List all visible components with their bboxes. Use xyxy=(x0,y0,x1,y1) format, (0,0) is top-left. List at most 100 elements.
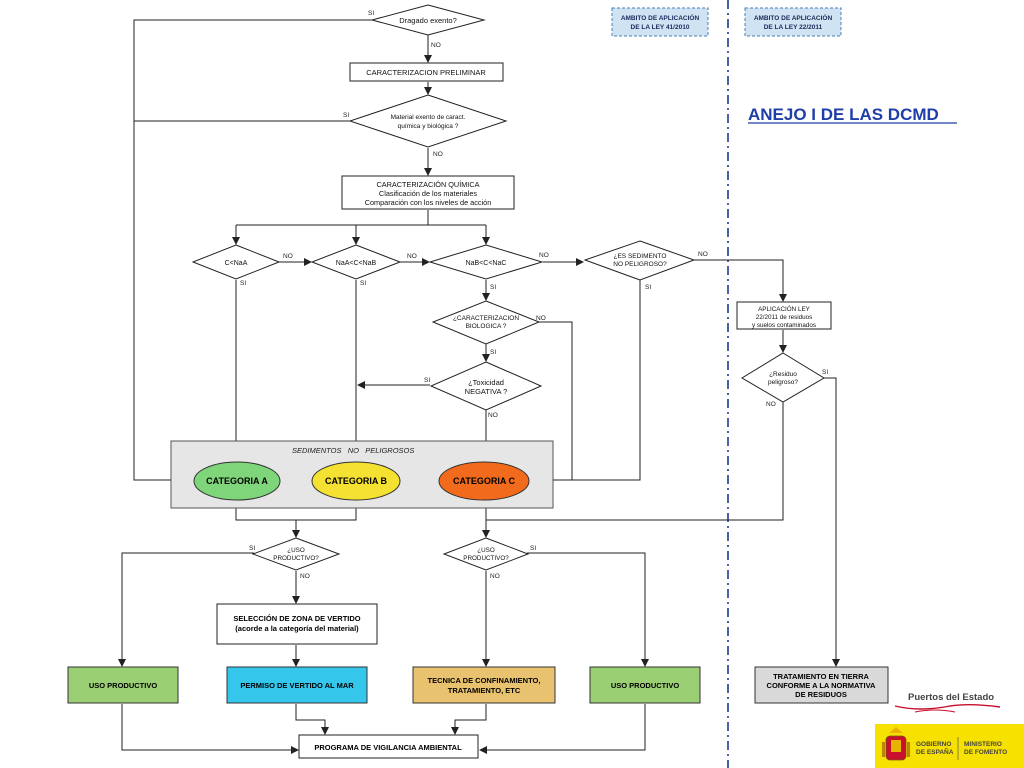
label-si: SI xyxy=(822,369,828,376)
aplicacion-ley-line-1: APLICACIÓN LEY xyxy=(758,304,811,313)
tratamiento-tierra-line-3: DE RESIDUOS xyxy=(795,690,847,699)
es-sedimento-line-1: ¿ES SEDIMENTO xyxy=(614,253,667,260)
label-no: NO xyxy=(431,42,441,49)
programa-vigilancia-label: PROGRAMA DE VIGILANCIA AMBIENTAL xyxy=(314,743,462,752)
es-sedimento-line-2: NO PELIGROSO? xyxy=(613,261,667,268)
label-no: NO xyxy=(407,253,417,260)
svg-text:Dragado exento?: Dragado exento? xyxy=(399,16,457,25)
label-si: SI xyxy=(645,284,651,291)
residuo-peligroso-line-2: peligroso? xyxy=(768,379,798,386)
label-no: NO xyxy=(433,151,443,158)
permiso-vertido-label: PERMISO DE VERTIDO AL MAR xyxy=(240,681,354,690)
puertos-del-estado-text: Puertos del Estado xyxy=(908,692,994,703)
scope-box-ley-22-2011: AMBITO DE APLICACIÓN DE LA LEY 22/2011 xyxy=(744,7,842,37)
tecnica-confinamiento-line-2: TRATAMIENTO, ETC xyxy=(448,686,521,695)
caracterizacion-preliminar-label: CARACTERIZACION PRELIMINAR xyxy=(366,68,486,77)
label-si: SI xyxy=(240,280,246,287)
caracterizacion-biologica-line-1: ¿CARACTERIZACION xyxy=(453,315,519,322)
aplicacion-ley-line-2: 22/2011 de residuos xyxy=(756,314,813,321)
material-exento-line-1: Material exento de caract. xyxy=(391,114,466,121)
ministerio-line-1: MINISTERIO xyxy=(964,741,1002,748)
residuo-peligroso-line-1: ¿Residuo xyxy=(769,371,797,378)
flow-labels: SI NO SI NO NO NO NO NO SI SI SI SI NO S… xyxy=(240,10,828,580)
nab-c-nac-label: NaB<C<NaC xyxy=(466,260,507,267)
gobierno-line-1: GOBIERNO xyxy=(916,741,951,748)
svg-text:NaA<C<NaB: NaA<C<NaB xyxy=(336,260,377,267)
label-si: SI xyxy=(424,377,430,384)
tratamiento-tierra-line-1: TRATAMIENTO EN TIERRA xyxy=(773,672,869,681)
uso-productivo-box-left-label: USO PRODUCTIVO xyxy=(89,681,158,690)
label-si: SI xyxy=(249,545,255,552)
dragado-exento-label: Dragado exento? xyxy=(399,16,457,25)
uso-productivo-right-line-2: PRODUCTIVO? xyxy=(463,555,509,562)
process-caracterizacion-preliminar: CARACTERIZACION PRELIMINAR xyxy=(349,62,504,82)
label-no: NO xyxy=(488,412,498,419)
outcome-uso-productivo-left: USO PRODUCTIVO xyxy=(67,666,179,704)
label-si: SI xyxy=(360,280,366,287)
caracterizacion-biologica-line-2: BIOLOGICA ? xyxy=(466,323,507,330)
sedimentos-panel-label: SEDIMENTOS NO PELIGROSOS xyxy=(292,446,414,455)
svg-text:Material exento de caract.quím: Material exento de caract. química y biol… xyxy=(391,114,466,130)
label-no: NO xyxy=(490,573,500,580)
decision-dragado-exento: Dragado exento? xyxy=(370,4,486,36)
decision-c-lt-naa: C<NaA xyxy=(191,244,281,280)
scope-box-right-line-2: DE LA LEY 22/2011 xyxy=(764,24,823,31)
caracterizacion-quimica-line-1: CARACTERIZACIÓN QUÍMICA xyxy=(377,180,480,189)
svg-text:CARACTERIZACION PRELIMINAR: CARACTERIZACION PRELIMINAR xyxy=(366,68,486,77)
aplicacion-ley-line-3: y suelos contaminados xyxy=(752,322,816,329)
label-no: NO xyxy=(300,573,310,580)
svg-text:SELECCIÓN DE ZONA DE VERTIDO(a: SELECCIÓN DE ZONA DE VERTIDO(acorde a la… xyxy=(233,614,360,633)
process-seleccion-zona-vertido: SELECCIÓN DE ZONA DE VERTIDO(acorde a la… xyxy=(216,603,378,645)
gobierno-line-2: DE ESPAÑA xyxy=(916,747,954,756)
tratamiento-tierra-line-2: CONFORME A LA NORMATIVA xyxy=(767,681,876,690)
outcome-tecnica-confinamiento: TECNICA DE CONFINAMIENTO,TRATAMIENTO, ET… xyxy=(412,666,556,704)
svg-text:C<NaA: C<NaA xyxy=(225,260,248,267)
categoria-a: CATEGORIA A xyxy=(193,461,281,501)
decision-material-exento: Material exento de caract. química y biol… xyxy=(348,94,508,148)
page-title: ANEJO I DE LAS DCMD xyxy=(748,105,939,124)
outcome-uso-productivo-right: USO PRODUCTIVO xyxy=(589,666,701,704)
label-si: SI xyxy=(343,112,349,119)
label-no: NO xyxy=(536,315,546,322)
outcome-permiso-vertido: PERMISO DE VERTIDO AL MAR xyxy=(226,666,368,704)
naa-c-nab-label: NaA<C<NaB xyxy=(336,260,377,267)
label-si: SI xyxy=(530,545,536,552)
label-no: NO xyxy=(698,251,708,258)
categoria-b: CATEGORIA B xyxy=(311,461,401,501)
material-exento-line-2: química y biológica ? xyxy=(398,123,459,130)
seleccion-zona-line-1: SELECCIÓN DE ZONA DE VERTIDO xyxy=(233,614,360,623)
puertos-del-estado-logo: Puertos del Estado xyxy=(894,692,1001,713)
label-no: NO xyxy=(766,401,776,408)
decision-naa-c-nab: NaA<C<NaB xyxy=(310,244,402,280)
categoria-a-label: CATEGORIA A xyxy=(206,476,268,486)
svg-text:TECNICA DE CONFINAMIENTO,TRATA: TECNICA DE CONFINAMIENTO,TRATAMIENTO, ET… xyxy=(428,676,541,695)
uso-productivo-box-right-label: USO PRODUCTIVO xyxy=(611,681,680,690)
uso-productivo-right-line-1: ¿USO xyxy=(477,547,495,554)
scope-box-right-line-1: AMBITO DE APLICACIÓN xyxy=(754,13,833,22)
process-programa-vigilancia: PROGRAMA DE VIGILANCIA AMBIENTAL xyxy=(298,734,479,759)
scope-box-left-line-2: DE LA LEY 41/2010 xyxy=(631,24,690,31)
categoria-c: CATEGORIA C xyxy=(438,461,530,501)
categoria-c-label: CATEGORIA C xyxy=(453,476,515,486)
c-lt-naa-label: C<NaA xyxy=(225,260,248,267)
svg-text:NaB<C<NaC: NaB<C<NaC xyxy=(466,260,507,267)
